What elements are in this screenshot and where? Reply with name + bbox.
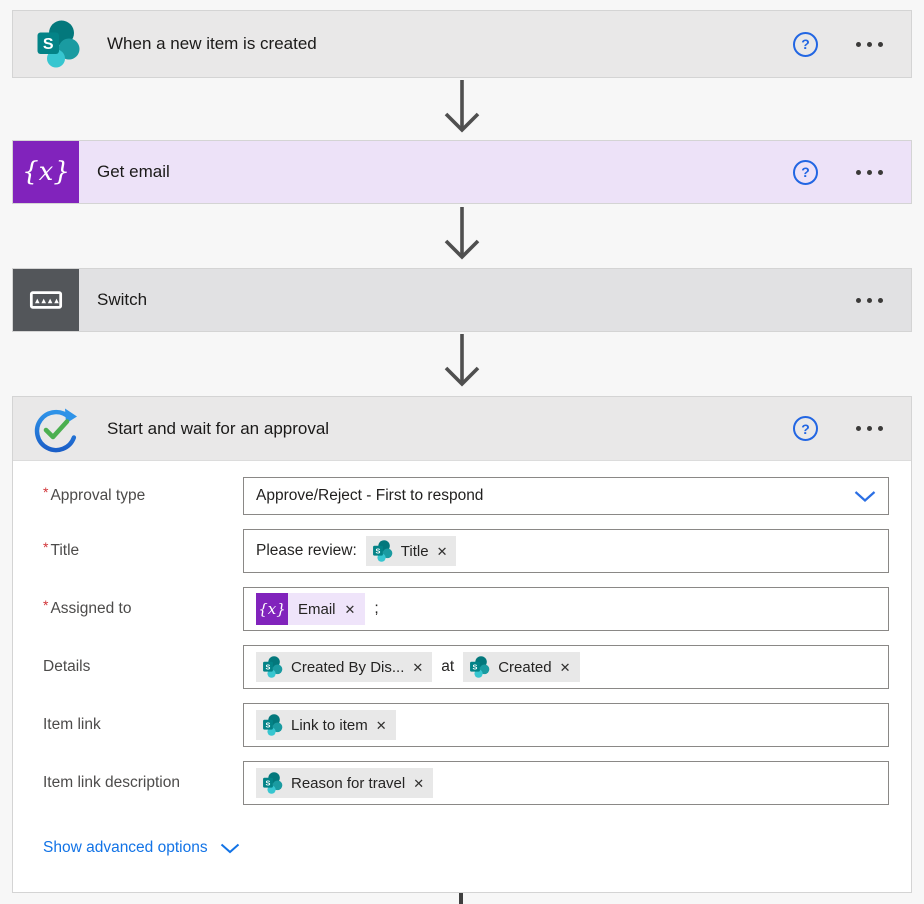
sharepoint-icon [33, 20, 81, 68]
field-label: Details [43, 658, 243, 676]
get-email-card-header: {x} Get email ? [13, 141, 911, 203]
approval-card-actions: ? [793, 416, 911, 441]
title-input[interactable]: Please review: Title ✕ [243, 529, 889, 573]
token-remove-icon[interactable]: ✕ [413, 775, 425, 791]
item-link-input[interactable]: Link to item ✕ [243, 703, 889, 747]
switch-glyph-icon [29, 291, 63, 309]
token-body: Email ✕ [288, 593, 365, 625]
action-card-switch[interactable]: Switch [12, 268, 912, 332]
connector-arrow [444, 80, 480, 133]
ellipsis-icon [856, 297, 861, 303]
get-email-card-title: Get email [97, 162, 170, 181]
sharepoint-icon [468, 656, 490, 678]
trigger-card-header: When a new item is created ? [13, 11, 911, 77]
switch-card-title: Switch [97, 290, 148, 309]
sharepoint-icon [261, 772, 283, 794]
sharepoint-icon [371, 540, 393, 562]
chevron-down-icon [854, 490, 876, 502]
approval-card-title: Start and wait for an approval [107, 418, 330, 438]
field-label: *Assigned to [43, 597, 243, 618]
switch-card-header: Switch [13, 269, 911, 331]
token-reason-for-travel[interactable]: Reason for travel ✕ [256, 768, 434, 798]
approvals-icon [34, 408, 77, 452]
get-email-card-actions: ? [793, 159, 911, 185]
details-static-text: at [441, 658, 455, 675]
assigned-to-separator: ; [374, 600, 379, 617]
assigned-to-input[interactable]: {x} Email ✕ ; [243, 587, 889, 631]
required-asterisk: * [43, 597, 49, 613]
approval-card-header[interactable]: Start and wait for an approval ? [13, 397, 911, 461]
field-label: Item link description [43, 774, 243, 792]
menu-ellipsis-button[interactable] [854, 164, 885, 181]
token-remove-icon[interactable]: ✕ [375, 717, 387, 733]
switch-icon [13, 269, 79, 331]
chevron-down-icon [220, 843, 239, 853]
token-remove-icon[interactable]: ✕ [559, 659, 571, 675]
connector-arrow [444, 207, 480, 260]
required-asterisk: * [43, 484, 49, 500]
approval-type-dropdown[interactable]: Approve/Reject - First to respond [243, 477, 889, 515]
menu-ellipsis-button[interactable] [854, 420, 885, 437]
action-card-start-and-wait-for-approval: Start and wait for an approval ? *Approv… [12, 396, 912, 893]
required-asterisk: * [43, 539, 49, 555]
menu-ellipsis-button[interactable] [854, 36, 885, 53]
details-input[interactable]: Created By Dis... ✕ at Created ✕ [243, 645, 889, 689]
token-remove-icon[interactable]: ✕ [344, 601, 356, 617]
approval-type-value: Approve/Reject - First to respond [256, 487, 484, 504]
approval-card-body: *Approval type Approve/Reject - First to… [13, 461, 911, 857]
field-label: *Approval type [43, 484, 243, 505]
field-row-title: *Title Please review: Title ✕ [43, 529, 889, 573]
field-row-item-link: Item link Link to item ✕ [43, 703, 889, 747]
connector-arrow [444, 334, 480, 387]
token-label: Reason for travel [291, 774, 406, 792]
variable-icon: {x} [256, 593, 288, 625]
token-created[interactable]: Created ✕ [463, 652, 580, 682]
field-row-approval-type: *Approval type Approve/Reject - First to… [43, 477, 889, 515]
assigned-to-label: Assigned to [50, 600, 132, 617]
variable-icon: {x} [13, 141, 79, 203]
sharepoint-icon [261, 656, 283, 678]
field-row-details: Details Created By Dis... ✕ at Created ✕ [43, 645, 889, 689]
token-label: Created By Dis... [291, 658, 405, 676]
ellipsis-icon [856, 41, 861, 47]
help-icon[interactable]: ? [793, 416, 818, 441]
connector-stub [459, 893, 463, 904]
details-label: Details [43, 658, 91, 675]
trigger-card-when-new-item-created[interactable]: When a new item is created ? [12, 10, 912, 78]
title-static-text: Please review: [256, 542, 357, 559]
action-card-get-email[interactable]: {x} Get email ? [12, 140, 912, 204]
show-advanced-options-label: Show advanced options [43, 839, 208, 856]
token-label: Link to item [291, 716, 368, 734]
token-label: Created [498, 658, 552, 676]
field-label: Item link [43, 716, 243, 734]
token-title[interactable]: Title ✕ [365, 536, 457, 566]
trigger-card-actions: ? [793, 31, 911, 57]
menu-ellipsis-button[interactable] [854, 292, 885, 309]
field-row-assigned-to: *Assigned to {x} Email ✕ ; [43, 587, 889, 631]
help-icon[interactable]: ? [793, 159, 818, 185]
switch-card-actions [854, 292, 911, 309]
help-icon[interactable]: ? [793, 31, 818, 57]
item-link-description-input[interactable]: Reason for travel ✕ [243, 761, 889, 805]
ellipsis-icon [856, 426, 861, 431]
token-remove-icon[interactable]: ✕ [412, 659, 424, 675]
token-label: Title [400, 542, 429, 560]
approval-type-label: Approval type [50, 487, 146, 504]
token-email[interactable]: {x} Email ✕ [256, 593, 366, 625]
ellipsis-icon [856, 169, 861, 175]
token-link-to-item[interactable]: Link to item ✕ [256, 710, 396, 740]
token-label: Email [298, 600, 336, 618]
item-link-label: Item link [43, 716, 101, 733]
token-remove-icon[interactable]: ✕ [436, 543, 448, 559]
sharepoint-icon [261, 714, 283, 736]
field-row-item-link-description: Item link description Reason for travel … [43, 761, 889, 805]
trigger-card-title: When a new item is created [107, 34, 317, 53]
title-label: Title [50, 542, 80, 559]
token-created-by-display-name[interactable]: Created By Dis... ✕ [256, 652, 433, 682]
show-advanced-options-link[interactable]: Show advanced options [43, 839, 240, 857]
item-link-description-label: Item link description [43, 774, 180, 791]
field-label: *Title [43, 539, 243, 560]
